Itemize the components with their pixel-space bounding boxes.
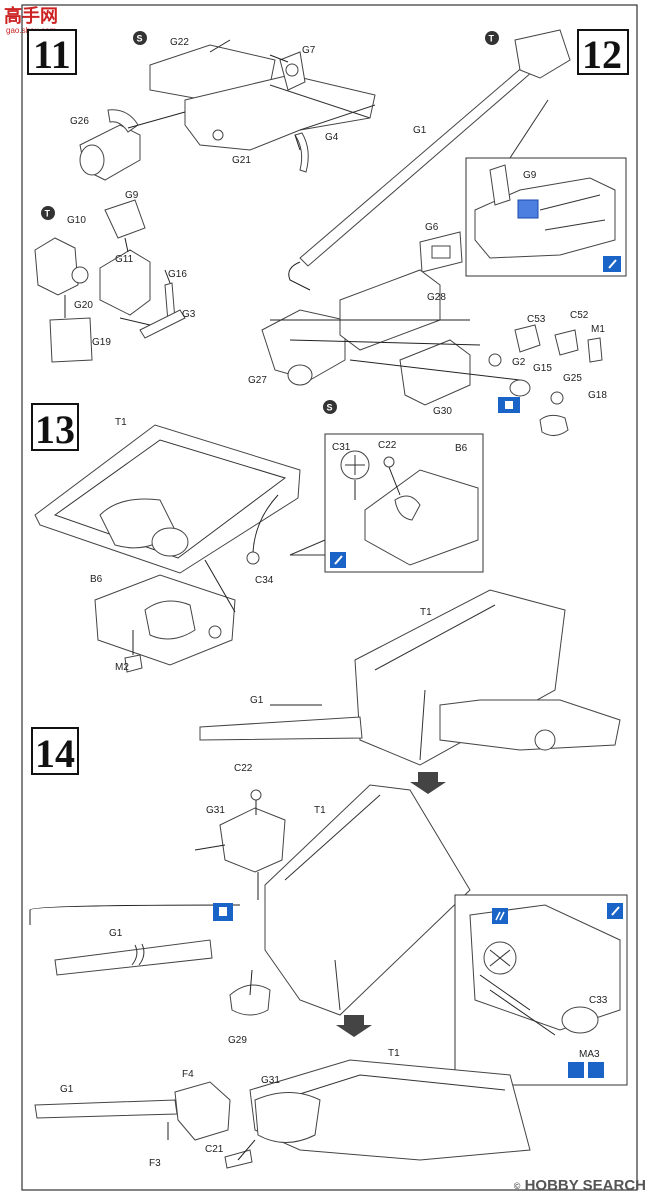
step-14-box: [31, 727, 79, 775]
step-11-box: [27, 29, 77, 75]
s-marker-icon: [323, 400, 337, 414]
part-g11-shape: [99, 249, 151, 316]
s-marker-label: S: [327, 403, 333, 413]
next-arrow-icon: [410, 772, 446, 794]
label-m2: M2: [115, 662, 129, 673]
label-g20: G20: [74, 300, 93, 311]
part-c34-shape: [246, 551, 260, 565]
label-g31b: G31: [261, 1075, 280, 1086]
label-g1d: G1: [60, 1084, 74, 1095]
label-g1a: G1: [413, 125, 427, 136]
brand-name: HOBBY SEARCH: [524, 1177, 646, 1194]
label-b6b: B6: [90, 574, 103, 585]
label-ma3: MA3: [579, 1049, 600, 1060]
label-c53: C53: [527, 314, 546, 325]
brand-watermark: © HOBBY SEARCH: [514, 1177, 646, 1194]
t-marker-label: T: [45, 209, 51, 219]
label-t1a: T1: [115, 417, 127, 428]
step-12: 12 T S G1 G6 G28 C53 C52 M1 G2: [248, 29, 629, 436]
label-g10: G10: [67, 215, 86, 226]
site-watermark: 高手网: [4, 6, 58, 26]
label-g30: G30: [433, 406, 452, 417]
label-g11: G11: [115, 254, 134, 265]
assembled-turret-shape: [354, 589, 566, 766]
next-arrow-icon: [336, 1015, 372, 1037]
label-b6a: B6: [455, 443, 468, 454]
label-g18: G18: [588, 390, 607, 401]
label-t1d: T1: [388, 1048, 400, 1059]
label-g21: G21: [232, 155, 251, 166]
step-11-number: 11: [33, 32, 71, 77]
label-g4: G4: [325, 132, 339, 143]
part-g9-shape: [104, 199, 146, 239]
label-c52: C52: [570, 310, 589, 321]
s-marker-label: S: [137, 34, 143, 44]
label-g16: G16: [168, 269, 187, 280]
t-marker-label: T: [489, 34, 495, 44]
label-g6: G6: [425, 222, 439, 233]
step-14: 14 C22 G31 T1 G1 G29: [29, 727, 628, 1169]
s-marker-icon: [133, 31, 147, 45]
part-t1-turret-shape: [264, 784, 471, 1016]
weathering-icon: [492, 908, 508, 924]
label-c22b: C22: [234, 763, 253, 774]
label-g9b: G9: [523, 170, 537, 181]
part-g1-barrel-shape: [54, 939, 213, 976]
part-g10-shape: [34, 237, 79, 296]
label-f3: F3: [149, 1158, 161, 1169]
part-g1-barrel-shape: [199, 716, 363, 741]
label-c21: C21: [205, 1144, 224, 1155]
label-c33: C33: [589, 995, 608, 1006]
part-g31-shape: [254, 1092, 321, 1143]
t-marker-icon: [485, 31, 499, 45]
step-13: 13 T1 C34 B6 M2 C31 C22 B6: [31, 403, 621, 766]
part-g27-shape: [261, 309, 346, 381]
label-g22: G22: [170, 37, 189, 48]
label-t1b: T1: [420, 607, 432, 618]
part-g20-shape: [71, 266, 89, 284]
part-c22-shape: [250, 789, 262, 801]
label-g7: G7: [302, 45, 316, 56]
step-13-box: [31, 403, 79, 451]
part-g1-barrel-shape: [34, 1099, 178, 1119]
label-g28: G28: [427, 292, 446, 303]
label-g9a: G9: [125, 190, 139, 201]
label-t1c: T1: [314, 805, 326, 816]
label-m1: M1: [591, 324, 605, 335]
step-11: 11 S G22 G7 G26 G21 G4 T G9 G: [27, 29, 376, 363]
part-g28-shape: [339, 269, 441, 351]
label-c31: C31: [332, 442, 351, 453]
label-g25: G25: [563, 373, 582, 384]
part-g30-shape: [399, 339, 471, 406]
label-g26: G26: [70, 116, 89, 127]
label-g19: G19: [92, 337, 111, 348]
step-13-number: 13: [35, 407, 75, 452]
mix-icon: [568, 1062, 584, 1078]
label-g15: G15: [533, 363, 552, 374]
part-f4-shape: [174, 1081, 231, 1141]
step-12-number: 12: [582, 32, 622, 77]
step-12-box: [577, 29, 629, 75]
label-g31a: G31: [206, 805, 225, 816]
label-g1b: G1: [250, 695, 264, 706]
part-c22-shape: [383, 456, 395, 468]
label-g27: G27: [248, 375, 267, 386]
label-g29: G29: [228, 1035, 247, 1046]
part-g19-shape: [49, 317, 93, 363]
label-c22a: C22: [378, 440, 397, 451]
t-marker-icon: [41, 206, 55, 220]
part-g31-shape: [219, 807, 286, 873]
copyright-symbol: ©: [513, 1181, 521, 1192]
drop-icon: [588, 1062, 604, 1078]
label-g2: G2: [512, 357, 526, 368]
label-g1c: G1: [109, 928, 123, 939]
part-g29-shape: [229, 984, 271, 1016]
label-g3: G3: [182, 309, 196, 320]
part-m2-shape: [124, 654, 143, 673]
label-c34: C34: [255, 575, 274, 586]
step-14-number: 14: [35, 731, 75, 776]
page-border: [21, 4, 638, 1191]
label-f4: F4: [182, 1069, 194, 1080]
